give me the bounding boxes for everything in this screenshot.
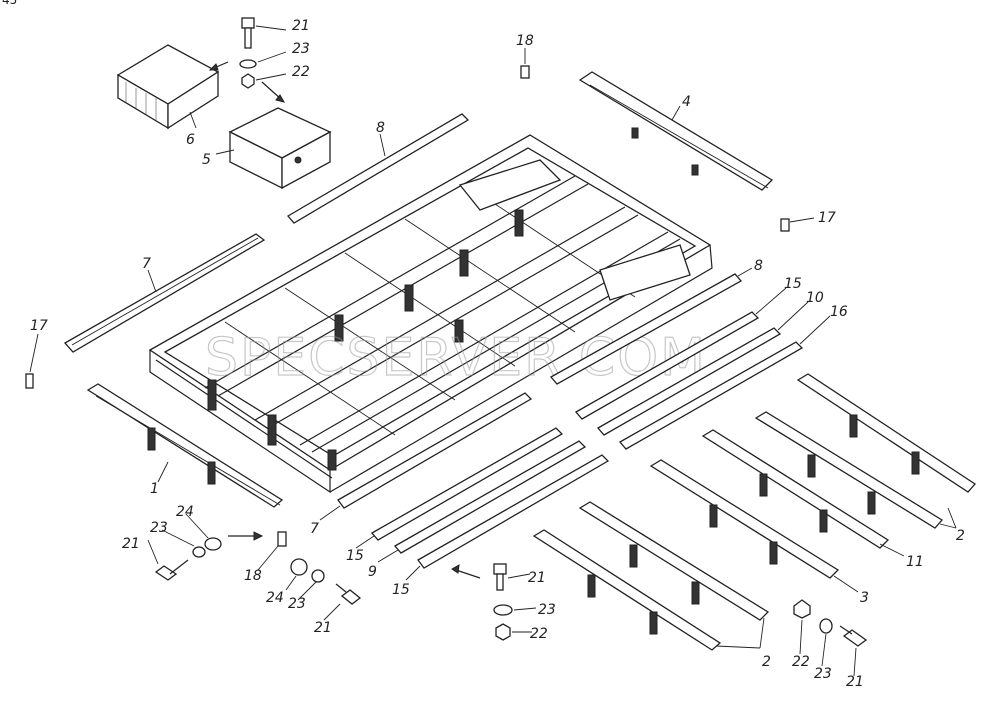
callout-7: 7 — [310, 521, 319, 537]
leader-lines — [29, 25, 957, 677]
callout-18: 18 — [516, 33, 534, 49]
clip-17-left — [25, 373, 34, 389]
rail-15-lower — [417, 454, 610, 569]
callout-8: 8 — [754, 258, 763, 274]
callout-22: 22 — [792, 654, 810, 670]
callout-4: 4 — [682, 94, 691, 110]
callout-11: 11 — [906, 554, 924, 570]
callout-7: 7 — [142, 256, 151, 272]
callout-24: 24 — [266, 590, 284, 606]
rail-16-a — [574, 311, 760, 420]
rail-8-right — [549, 273, 743, 385]
callout-21: 21 — [122, 536, 140, 552]
callout-24: 24 — [176, 504, 194, 520]
callout-15: 15 — [392, 582, 410, 598]
callout-2: 2 — [956, 528, 965, 544]
callout-16: 16 — [830, 304, 848, 320]
rail-8-top — [287, 113, 470, 224]
box-6 — [116, 44, 220, 130]
callout-labels: 21 23 22 6 5 8 18 4 17 7 17 8 15 10 16 1… — [30, 18, 965, 690]
callout-23: 23 — [814, 666, 832, 682]
callout-16: 15 — [784, 276, 802, 292]
clip-18-top — [520, 65, 530, 79]
rail-16-b — [618, 341, 804, 450]
platform-frame — [148, 134, 713, 494]
callout-17: 17 — [818, 210, 836, 226]
callout-1: 1 — [150, 481, 159, 497]
fasteners — [154, 17, 868, 647]
callout-3: 3 — [860, 590, 869, 606]
callout-18: 18 — [244, 568, 262, 584]
page-number: 45 — [2, 0, 17, 7]
callout-9: 9 — [368, 564, 377, 580]
callout-23: 23 — [538, 602, 556, 618]
rail-7-lower — [337, 392, 533, 509]
clip-17-right — [780, 218, 790, 232]
callout-5: 5 — [202, 152, 211, 168]
assembly-arrows — [208, 61, 481, 579]
callout-23: 23 — [150, 520, 168, 536]
beam-4 — [578, 71, 774, 191]
callout-6: 6 — [186, 132, 195, 148]
callout-21: 21 — [528, 570, 546, 586]
callout-2: 2 — [762, 654, 771, 670]
callout-10: 10 — [806, 290, 824, 306]
callout-21: 21 — [314, 620, 332, 636]
callout-15: 15 — [346, 548, 364, 564]
rail-15-upper — [370, 427, 564, 541]
box-5 — [228, 107, 332, 190]
callout-22: 22 — [292, 64, 310, 80]
beam-1 — [86, 383, 284, 508]
cross-beams — [532, 373, 976, 651]
callout-17: 17 — [30, 318, 48, 334]
callout-23: 23 — [292, 41, 310, 57]
callout-22: 22 — [530, 626, 548, 642]
rail-9 — [393, 440, 587, 554]
callout-23: 23 — [288, 596, 306, 612]
callout-8: 8 — [376, 120, 385, 136]
callout-21: 21 — [846, 674, 864, 690]
rail-10 — [596, 327, 782, 436]
callout-21: 21 — [292, 18, 310, 34]
